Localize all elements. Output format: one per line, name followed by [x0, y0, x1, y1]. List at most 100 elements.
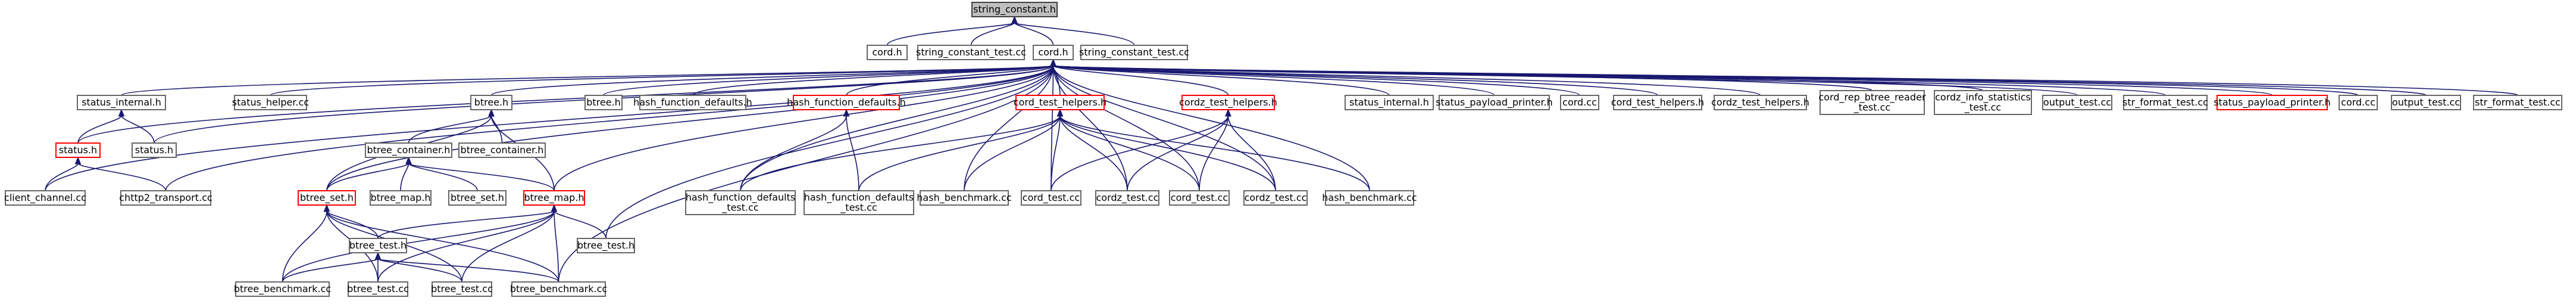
- node-chttp2-transport[interactable]: chttp2_transport.cc: [119, 190, 212, 206]
- node-string-constant-h[interactable]: string_constant.h: [971, 2, 1058, 17]
- node-btree-map-h-small[interactable]: btree_map.h: [370, 190, 432, 206]
- node-btree-benchmark-1[interactable]: btree_benchmark.cc: [234, 281, 331, 297]
- node-btree-h-top[interactable]: btree.h: [470, 95, 512, 110]
- node-cord-h-1[interactable]: cord.h: [867, 45, 908, 60]
- node-string-constant-test-2[interactable]: string_constant_test.cc: [1079, 45, 1189, 60]
- dependency-edge: [1052, 65, 1276, 191]
- node-btree-set-h[interactable]: btree_set.h: [298, 190, 356, 206]
- node-label: output_test.cc: [2392, 97, 2460, 108]
- node-box: [132, 142, 177, 158]
- node-cordz-test-helpers-red[interactable]: cordz_test_helpers.h: [1179, 95, 1277, 110]
- node-label: cord.h: [872, 46, 902, 58]
- node-label: cordz_test.cc: [1096, 192, 1159, 204]
- edge-arrowhead: [74, 156, 82, 165]
- node-label: cord_test.cc: [1171, 192, 1228, 204]
- node-btree-map-h[interactable]: btree_map.h: [523, 190, 585, 206]
- node-label: cord_test_helpers.h: [1014, 97, 1106, 108]
- node-hash-benchmark-2[interactable]: hash_benchmark.cc: [1322, 190, 1417, 206]
- node-cord-cc-1[interactable]: cord.cc: [1560, 95, 1599, 110]
- node-hash-benchmark-1[interactable]: hash_benchmark.cc: [917, 190, 1012, 206]
- dependency-edge: [490, 65, 1054, 96]
- node-status-helper[interactable]: status_helper.cc: [232, 95, 309, 110]
- node-label: btree_container.h: [367, 144, 451, 156]
- node-label: string_constant_test.cc: [1079, 46, 1189, 58]
- node-layer: string_constant.h cord.h string_constant_t…: [4, 2, 2562, 297]
- node-label: cord_test.cc: [1023, 192, 1080, 204]
- node-box: [365, 142, 452, 158]
- node-cord-test-cc-2[interactable]: cord_test.cc: [1169, 190, 1230, 206]
- node-btree-test-cc-2[interactable]: btree_test.cc: [431, 281, 493, 297]
- node-label: status_payload_printer.h: [2214, 97, 2331, 108]
- node-btree-set-h-2[interactable]: btree_set.h: [448, 190, 507, 206]
- dependency-edge: [1052, 65, 1761, 96]
- node-hfd-test-1[interactable]: hash_function_defaults_test.cc: [685, 190, 796, 215]
- node-cord-test-helpers-red[interactable]: cord_test_helpers.h: [1014, 95, 1106, 110]
- dependency-edge: [400, 163, 409, 191]
- edge-arrowhead: [488, 108, 495, 117]
- node-cord-h-main[interactable]: cord.h: [1033, 45, 1074, 60]
- node-label: hash_function_defaults: [686, 192, 795, 204]
- node-status-internal-h-left[interactable]: status_internal.h: [77, 95, 166, 110]
- dependency-edge: [1051, 65, 1054, 191]
- node-btree-container-2[interactable]: btree_container.h: [458, 142, 546, 158]
- dependency-edge: [1051, 115, 1061, 191]
- node-btree-test-cc-1[interactable]: btree_test.cc: [347, 281, 409, 297]
- node-btree-benchmark-2[interactable]: btree_benchmark.cc: [510, 281, 607, 297]
- node-cordz-test-cc-1[interactable]: cordz_test.cc: [1095, 190, 1159, 206]
- node-status-h[interactable]: status.h: [55, 142, 101, 158]
- node-str-format-test-2[interactable]: str_format_test.cc: [2473, 95, 2562, 110]
- dependency-edge: [1127, 115, 1229, 191]
- node-btree-test-h-2[interactable]: btree_test.h: [577, 238, 635, 253]
- node-label: cord.cc: [2341, 97, 2375, 108]
- node-output-test-cc-1[interactable]: output_test.cc: [2042, 95, 2112, 110]
- node-cordz-info-statistics[interactable]: cordz_info_statistics_test.cc: [1934, 90, 2032, 115]
- dependency-edge: [692, 65, 1054, 96]
- node-status-h-2[interactable]: status.h: [132, 142, 177, 158]
- node-string-constant-test-1[interactable]: string_constant_test.cc: [916, 45, 1026, 60]
- node-box: [1934, 90, 2032, 115]
- node-label: cordz_info_statistics: [1935, 92, 2031, 104]
- node-status-internal-h-right[interactable]: status_internal.h: [1345, 95, 1434, 110]
- node-client-channel[interactable]: client_channel.cc: [4, 190, 86, 206]
- dependency-edge: [554, 210, 559, 283]
- node-label: cordz_test_helpers.h: [1711, 97, 1809, 108]
- node-box: [2339, 95, 2378, 110]
- node-cordz-test-helpers-h[interactable]: cordz_test_helpers.h: [1711, 95, 1809, 110]
- dependency-edge: [377, 210, 555, 239]
- node-label: cordz_test.cc: [1245, 192, 1307, 204]
- node-btree-container-h[interactable]: btree_container.h: [365, 142, 452, 158]
- node-label: cord_test_helpers.h: [1611, 97, 1704, 108]
- dependency-edge: [1059, 115, 1370, 191]
- node-status-payload-printer-red[interactable]: status_payload_printer.h: [2214, 95, 2331, 110]
- node-hash-function-defaults-h[interactable]: hash_function_defaults.h: [633, 95, 752, 110]
- dependency-edge: [1059, 115, 1128, 191]
- node-label: btree_benchmark.cc: [510, 283, 607, 295]
- node-label: hash_function_defaults.h: [633, 97, 752, 108]
- node-btree-h-2[interactable]: btree.h: [584, 95, 623, 110]
- dependency-edge: [964, 115, 1061, 191]
- node-box: [1439, 95, 1550, 110]
- node-btree-test-h[interactable]: btree_test.h: [349, 238, 407, 253]
- node-cordz-test-cc-2[interactable]: cordz_test.cc: [1243, 190, 1308, 206]
- dependency-edge: [970, 22, 1015, 46]
- dependency-edge: [1052, 65, 1229, 96]
- node-cord-cc-2[interactable]: cord.cc: [2339, 95, 2378, 110]
- node-cord-rep-btree-reader[interactable]: cord_rep_btree_reader_test.cc: [1818, 90, 1926, 115]
- node-label: status_helper.cc: [232, 97, 309, 108]
- node-box: [1345, 95, 1434, 110]
- node-label: chttp2_transport.cc: [119, 192, 212, 204]
- dependency-edge: [1052, 65, 1128, 191]
- node-output-test-cc-2[interactable]: output_test.cc: [2391, 95, 2461, 110]
- node-cord-test-helpers-h[interactable]: cord_test_helpers.h: [1611, 95, 1704, 110]
- node-hash-function-defaults-h-red[interactable]: hash_function_defaults.h: [787, 95, 906, 110]
- edge-arrowhead: [551, 204, 558, 212]
- node-status-payload-printer-h[interactable]: status_payload_printer.h: [1436, 95, 1553, 110]
- node-str-format-test-1[interactable]: str_format_test.cc: [2122, 95, 2208, 110]
- node-label: string_constant.h: [973, 4, 1056, 15]
- node-cord-test-cc-1[interactable]: cord_test.cc: [1021, 190, 1081, 206]
- node-label: string_constant_test.cc: [916, 46, 1026, 58]
- node-label: status.h: [135, 144, 173, 156]
- node-label: hash_benchmark.cc: [917, 192, 1011, 204]
- node-hfd-test-2[interactable]: hash_function_defaults_test.cc: [804, 190, 914, 215]
